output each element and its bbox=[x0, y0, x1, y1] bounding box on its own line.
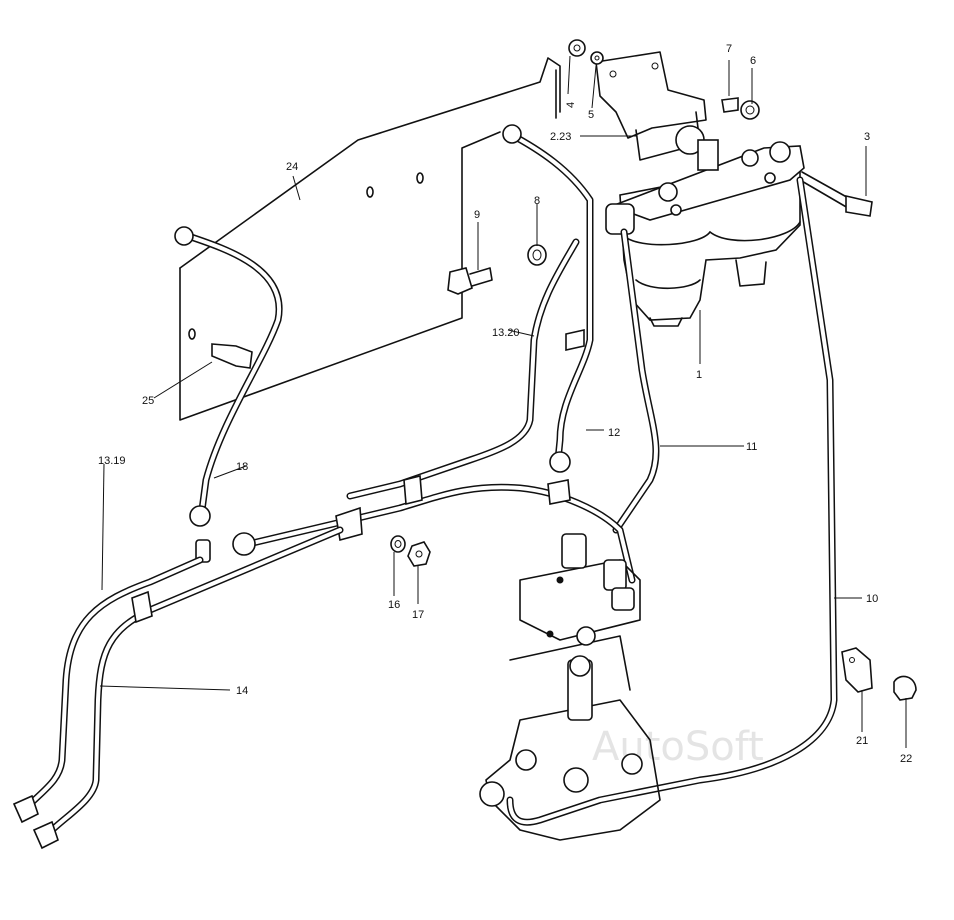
callout-8: 8 bbox=[534, 195, 540, 207]
callout-13-20: 14 bbox=[236, 685, 248, 697]
callout-17: 17 bbox=[412, 609, 424, 621]
callout-24: 24 bbox=[286, 161, 298, 173]
callout-12: 12 bbox=[608, 427, 620, 439]
pipe-14 bbox=[346, 238, 580, 500]
nut-5 bbox=[590, 51, 604, 65]
callout-labels: 4 5 7 6 3 2.23 24 8 9 13.20 1 12 11 13.1… bbox=[98, 43, 912, 765]
banjo-bolt-9 bbox=[447, 267, 493, 295]
callout-21: 21 bbox=[856, 735, 868, 747]
clip-21 bbox=[841, 647, 873, 693]
pipes-13 bbox=[12, 526, 344, 850]
washer-8 bbox=[527, 244, 547, 266]
leak-off-pipe bbox=[232, 474, 636, 584]
callout-6: 6 bbox=[750, 55, 756, 67]
washer-4 bbox=[568, 39, 586, 57]
callout-16: 16 bbox=[388, 599, 400, 611]
callout-4: 4 bbox=[565, 102, 577, 108]
nut-6 bbox=[740, 100, 760, 120]
callout-1: 1 bbox=[696, 369, 702, 381]
callout-18: 18 bbox=[236, 461, 248, 473]
callout-7: 7 bbox=[726, 43, 732, 55]
callout-11: 11 bbox=[746, 441, 757, 453]
callout-9: 9 bbox=[474, 209, 480, 221]
pipe-18 bbox=[174, 226, 283, 563]
callout-3: 3 bbox=[864, 131, 870, 143]
nut-17 bbox=[407, 541, 431, 567]
callout-14: 13.20 bbox=[492, 327, 520, 339]
callout-2-23: 2.23 bbox=[550, 131, 571, 143]
callout-22: 22 bbox=[900, 753, 912, 765]
bolt-25 bbox=[211, 343, 253, 369]
callout-5: 5 bbox=[588, 109, 594, 121]
pipe-12 bbox=[502, 124, 594, 473]
callout-10: 10 bbox=[866, 593, 878, 605]
pipe-10 bbox=[506, 176, 838, 826]
pipe-11 bbox=[612, 228, 660, 534]
leader-lines bbox=[99, 55, 907, 748]
watermark: AutoSoft bbox=[592, 724, 764, 770]
mounting-plate bbox=[179, 57, 561, 421]
injection-pump bbox=[479, 533, 661, 841]
callout-13-19: 13.19 bbox=[98, 455, 126, 467]
callout-25: 25 bbox=[142, 395, 154, 407]
clip-22 bbox=[893, 675, 917, 701]
washer-7 bbox=[721, 97, 739, 113]
washer-16 bbox=[390, 535, 406, 553]
bolt-3 bbox=[799, 171, 873, 217]
